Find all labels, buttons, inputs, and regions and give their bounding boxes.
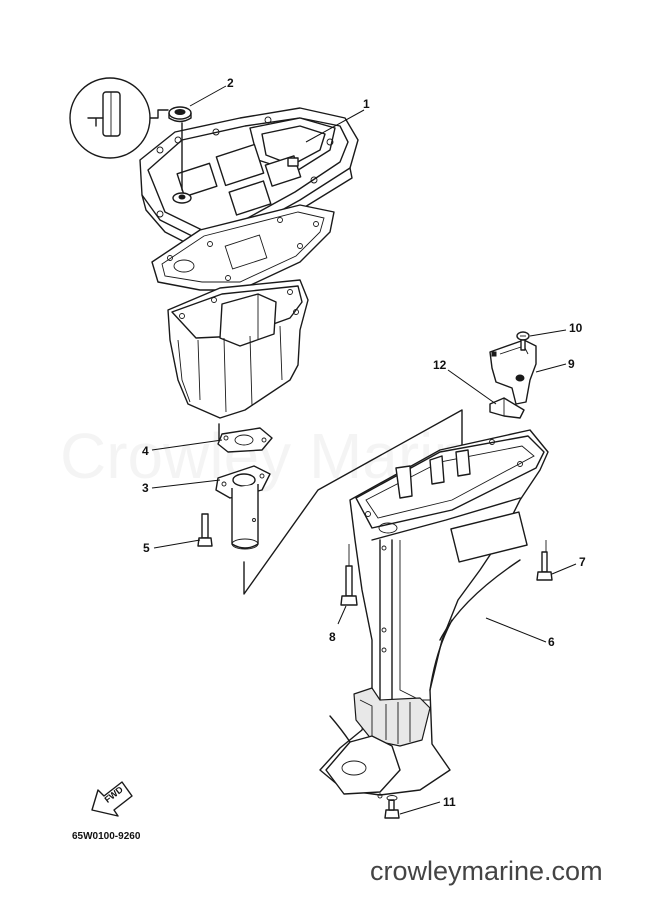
callout-6: 6	[485, 617, 555, 649]
callout-3: 3	[142, 479, 221, 495]
part-code: 65W0100-9260	[72, 831, 141, 842]
callout-4: 4	[142, 439, 223, 458]
callout-7-label: 7	[579, 555, 586, 569]
callout-1-label: 1	[363, 97, 370, 111]
part-9-bracket	[489, 339, 537, 405]
callout-10-label: 10	[569, 321, 583, 335]
alignment-lines	[218, 409, 463, 595]
callout-2: 2	[189, 76, 234, 107]
part-4-gasket	[217, 427, 273, 453]
callout-4-label: 4	[142, 444, 149, 458]
oil-pan	[167, 279, 309, 419]
gasket-large	[151, 204, 335, 291]
fwd-arrow-icon: FWD	[91, 781, 133, 817]
callout-5-label: 5	[143, 541, 150, 555]
callout-12: 12	[433, 358, 497, 405]
callout-11: 11	[399, 795, 456, 815]
callout-6-label: 6	[548, 635, 555, 649]
callout-10: 10	[529, 321, 583, 337]
detail-inset-circle	[69, 77, 169, 159]
part-10-screw	[516, 331, 530, 351]
callout-1: 1	[305, 97, 370, 143]
callout-2-label: 2	[227, 76, 234, 90]
part-8-bolt	[340, 544, 358, 606]
callout-3-label: 3	[142, 481, 149, 495]
part-5-bolt	[197, 513, 213, 547]
part-6-drive-shaft-housing	[319, 429, 549, 799]
callout-11-label: 11	[443, 795, 456, 809]
callout-7: 7	[551, 555, 586, 575]
callout-12-label: 12	[433, 358, 447, 372]
part-11-bolt	[384, 795, 400, 819]
callout-9: 9	[535, 357, 575, 373]
callout-9-label: 9	[568, 357, 575, 371]
part-2-washer	[168, 106, 192, 123]
part-7-bolt	[536, 540, 553, 581]
callouts: 1 2 3 4 5 6 7 8	[142, 76, 586, 815]
part-3-exhaust-pipe	[215, 465, 271, 550]
part-12-clip	[489, 397, 525, 419]
site-footer: crowleymarine.com	[370, 856, 603, 886]
part-1-upper-casing	[139, 107, 359, 251]
callout-8: 8	[329, 605, 347, 644]
callout-5: 5	[143, 539, 201, 555]
callout-8-label: 8	[329, 630, 336, 644]
